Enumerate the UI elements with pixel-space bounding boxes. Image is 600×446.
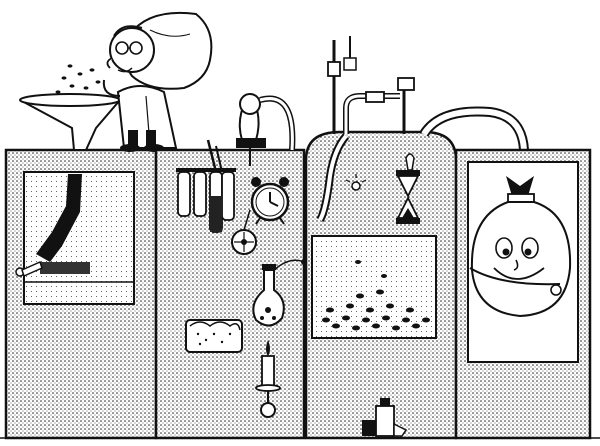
pillow-icon <box>123 11 213 90</box>
sun-gauge-icon <box>345 174 367 191</box>
test-tubes-icon <box>176 139 236 233</box>
hourglass-icon <box>396 153 420 224</box>
conveyor-chute-icon <box>36 174 82 262</box>
small-bottle-icon <box>362 398 408 437</box>
window-with-beans-icon <box>311 235 437 339</box>
left-cabinet <box>4 148 158 440</box>
funnel-icon <box>19 64 123 151</box>
bulb-squeeze-icon <box>236 93 296 166</box>
smiling-sack-icon <box>469 176 572 318</box>
candle-icon <box>255 340 281 418</box>
pipes-icon <box>327 36 529 151</box>
door-handle-icon <box>15 260 43 278</box>
alarm-clock-icon <box>250 177 290 225</box>
spinning-wheel-icon <box>231 209 257 255</box>
tray-with-dough-icon <box>185 319 243 353</box>
hose-icon <box>316 133 350 223</box>
scientist-icon <box>102 25 178 152</box>
